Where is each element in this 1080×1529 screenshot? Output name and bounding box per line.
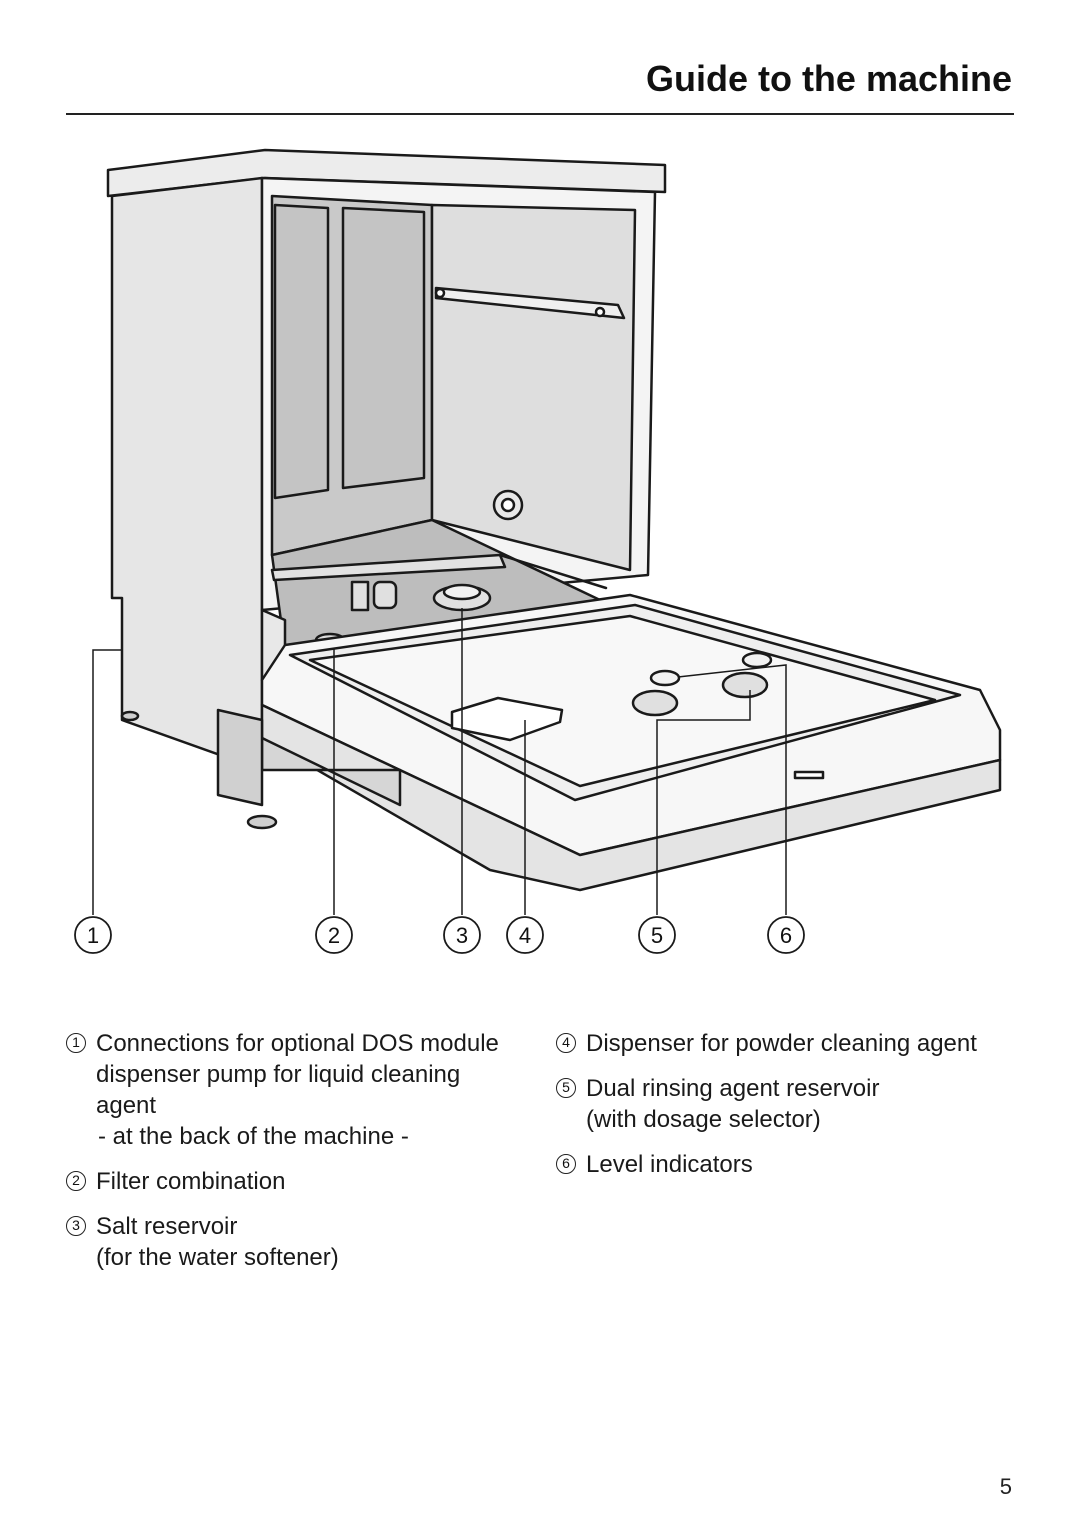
legend-label: Connections for optional DOS module disp… — [96, 1030, 499, 1119]
page-title: Guide to the machine — [645, 58, 1012, 99]
cabinet-side-panel — [110, 176, 264, 772]
rinse-reservoir-right — [721, 671, 769, 699]
legend-item-1: 1 Connections for optional DOS module di… — [66, 1028, 506, 1152]
level-indicator-left — [649, 669, 681, 687]
callout-marker-1: 1 — [74, 916, 112, 954]
callout-marker-3: 3 — [443, 916, 481, 954]
legend-label: Dual rinsing agent reservoir — [586, 1075, 880, 1102]
leader-line-6 — [677, 664, 787, 915]
spray-arm — [270, 553, 507, 582]
legend-label: Salt reservoir — [96, 1213, 238, 1240]
interior-right-wall — [430, 203, 637, 572]
callout-marker-5: 5 — [638, 916, 676, 954]
callout-marker-4: 4 — [506, 916, 544, 954]
callout-marker-2: 2 — [315, 916, 353, 954]
legend-label: Filter combination — [96, 1168, 286, 1195]
legend-sublabel: (with dosage selector) — [586, 1106, 821, 1133]
legend-item-3: 3 Salt reservoir (for the water softener… — [66, 1211, 506, 1273]
callout-number: 2 — [328, 923, 340, 948]
legend-label: Level indicators — [586, 1151, 753, 1178]
circled-number-icon: 3 — [66, 1216, 86, 1236]
circled-number-icon: 2 — [66, 1171, 86, 1191]
legend-item-4: 4 Dispenser for powder cleaning agent — [556, 1028, 1026, 1059]
callout-number: 5 — [651, 923, 663, 948]
callout-number: 3 — [456, 923, 468, 948]
circled-number-icon: 5 — [556, 1078, 576, 1098]
legend-item-2: 2 Filter combination — [66, 1166, 506, 1197]
callout-number: 1 — [87, 923, 99, 948]
legend-label: Dispenser for powder cleaning agent — [586, 1030, 977, 1057]
callout-number: 4 — [519, 923, 531, 948]
callout-number: 6 — [780, 923, 792, 948]
title-divider — [66, 113, 1014, 115]
legend-right-column: 4 Dispenser for powder cleaning agent 5 … — [556, 1028, 1026, 1194]
leader-line-1 — [92, 649, 122, 915]
legend-left-column: 1 Connections for optional DOS module di… — [66, 1028, 506, 1287]
circled-number-icon: 6 — [556, 1154, 576, 1174]
callout-marker-6: 6 — [767, 916, 805, 954]
legend-sublabel: (for the water softener) — [96, 1244, 339, 1271]
dishwasher-illustration: 1 2 3 4 5 6 — [74, 148, 1002, 954]
worktop — [106, 148, 667, 198]
circled-number-icon: 1 — [66, 1033, 86, 1053]
legend-item-6: 6 Level indicators — [556, 1149, 1026, 1180]
level-indicator-right — [741, 651, 773, 669]
legend-note: - at the back of the machine - — [98, 1123, 409, 1150]
legend-item-5: 5 Dual rinsing agent reservoir (with dos… — [556, 1073, 1026, 1135]
page-number: 5 — [999, 1474, 1012, 1499]
leader-line-5 — [656, 690, 751, 915]
powder-dispenser — [450, 696, 564, 742]
rinse-reservoir-left — [631, 689, 679, 717]
circled-number-icon: 4 — [556, 1033, 576, 1053]
